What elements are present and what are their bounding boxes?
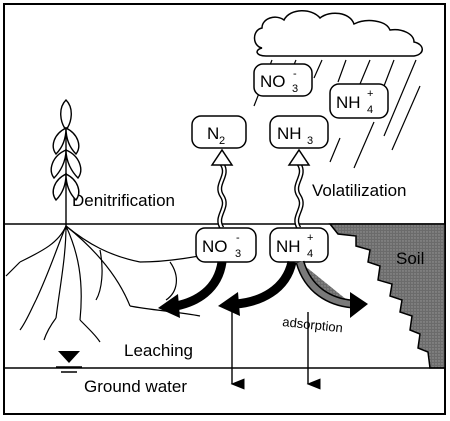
soil-region bbox=[328, 223, 446, 369]
ground-water-label: Ground water bbox=[84, 377, 187, 396]
uptake-arrow-center bbox=[218, 260, 297, 316]
adsorption-arrow bbox=[295, 260, 368, 318]
nitrate-soil-box: NO 3 - bbox=[195, 227, 257, 263]
svg-text:N: N bbox=[207, 124, 219, 143]
svg-text:3: 3 bbox=[292, 83, 298, 95]
leaching-arrows bbox=[230, 312, 321, 390]
plant-icon bbox=[50, 99, 82, 230]
volatilization-arrow bbox=[287, 148, 311, 230]
svg-text:NH: NH bbox=[336, 93, 361, 112]
svg-text:4: 4 bbox=[367, 104, 373, 116]
leaching-label: Leaching bbox=[124, 341, 193, 360]
diagram-frame bbox=[3, 3, 446, 415]
svg-text:+: + bbox=[307, 232, 313, 244]
uptake-arrow-left bbox=[158, 261, 227, 318]
nitrogen-gas-box: N 2 bbox=[191, 115, 247, 149]
svg-text:-: - bbox=[293, 68, 297, 80]
nitrate-rain-box: NO 3 - bbox=[253, 63, 313, 97]
svg-text:+: + bbox=[367, 88, 373, 100]
svg-text:4: 4 bbox=[307, 248, 313, 260]
svg-text:NH: NH bbox=[277, 124, 302, 143]
water-table-icon bbox=[56, 351, 82, 373]
svg-text:3: 3 bbox=[307, 135, 313, 147]
denitrification-arrow bbox=[210, 148, 234, 230]
svg-text:NO: NO bbox=[260, 72, 286, 91]
svg-text:NH: NH bbox=[276, 237, 301, 256]
soil-label: Soil bbox=[396, 249, 424, 268]
adsorption-label: adsorption bbox=[282, 314, 344, 335]
ammonia-gas-box: NH 3 bbox=[269, 115, 329, 149]
cloud-icon bbox=[253, 10, 423, 57]
svg-text:2: 2 bbox=[219, 135, 225, 147]
ammonium-soil-box: NH 4 + bbox=[269, 227, 329, 263]
volatilization-label: Volatilization bbox=[312, 181, 407, 200]
svg-text:3: 3 bbox=[235, 248, 241, 260]
ammonium-rain-box: NH 4 + bbox=[329, 83, 389, 119]
svg-text:-: - bbox=[236, 232, 240, 244]
svg-text:NO: NO bbox=[202, 237, 228, 256]
denitrification-label: Denitrification bbox=[72, 191, 175, 210]
plant-roots bbox=[5, 225, 221, 343]
